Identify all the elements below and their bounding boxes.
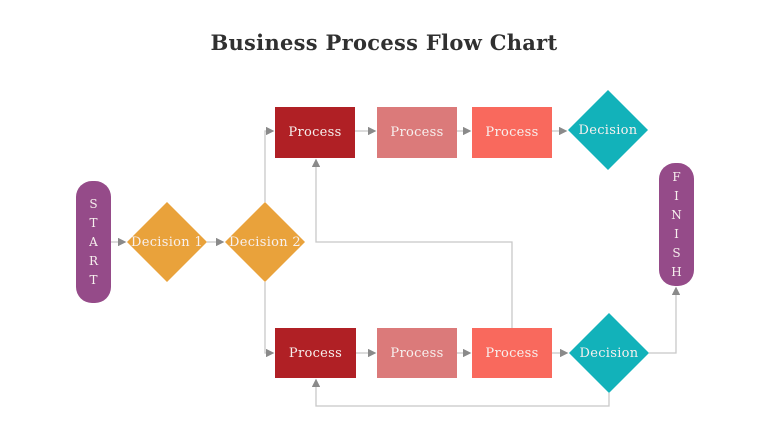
stacked-letter: T — [89, 273, 98, 287]
node-process-top-1: Process — [275, 107, 355, 158]
stacked-letter: I — [674, 189, 679, 203]
node-process-bottom-2: Process — [377, 328, 457, 378]
stacked-letter: S — [89, 197, 98, 211]
stacked-letter: T — [89, 216, 98, 230]
page-title: Business Process Flow Chart — [210, 30, 558, 55]
connector-decision-bottom-to-finish — [649, 286, 681, 354]
node-process-top-2: Process — [377, 107, 457, 158]
node-label: Process — [288, 125, 342, 140]
connector-decision-2-to-process-top-1 — [264, 126, 275, 202]
stacked-letter: N — [671, 208, 682, 222]
stacked-letter: I — [674, 227, 679, 241]
stacked-letter: F — [672, 170, 681, 184]
node-label: Process — [288, 345, 343, 361]
node-label: Process — [485, 345, 539, 361]
node-label: Process — [390, 345, 444, 361]
node-label: Process — [390, 125, 444, 140]
stacked-letter: A — [89, 235, 98, 249]
node-label: Process — [485, 125, 539, 140]
connector-decision-bottom-to-process-bottom-1 — [311, 378, 610, 407]
connector-decision-2-to-process-bottom-1 — [264, 282, 275, 358]
stacked-letter: H — [671, 265, 682, 279]
node-label: Decision 2 — [229, 234, 301, 250]
node-label: Decision — [578, 122, 638, 138]
node-label: Decision 1 — [131, 234, 203, 250]
node-process-bottom-1: Process — [275, 328, 356, 378]
node-process-bottom-3: Process — [472, 328, 552, 378]
stacked-letter: R — [88, 254, 99, 268]
node-process-top-3: Process — [472, 107, 552, 158]
connector-process-bottom-3-to-process-top-1 — [311, 158, 513, 328]
node-label: Decision — [579, 345, 639, 361]
stacked-letter: S — [672, 246, 681, 260]
